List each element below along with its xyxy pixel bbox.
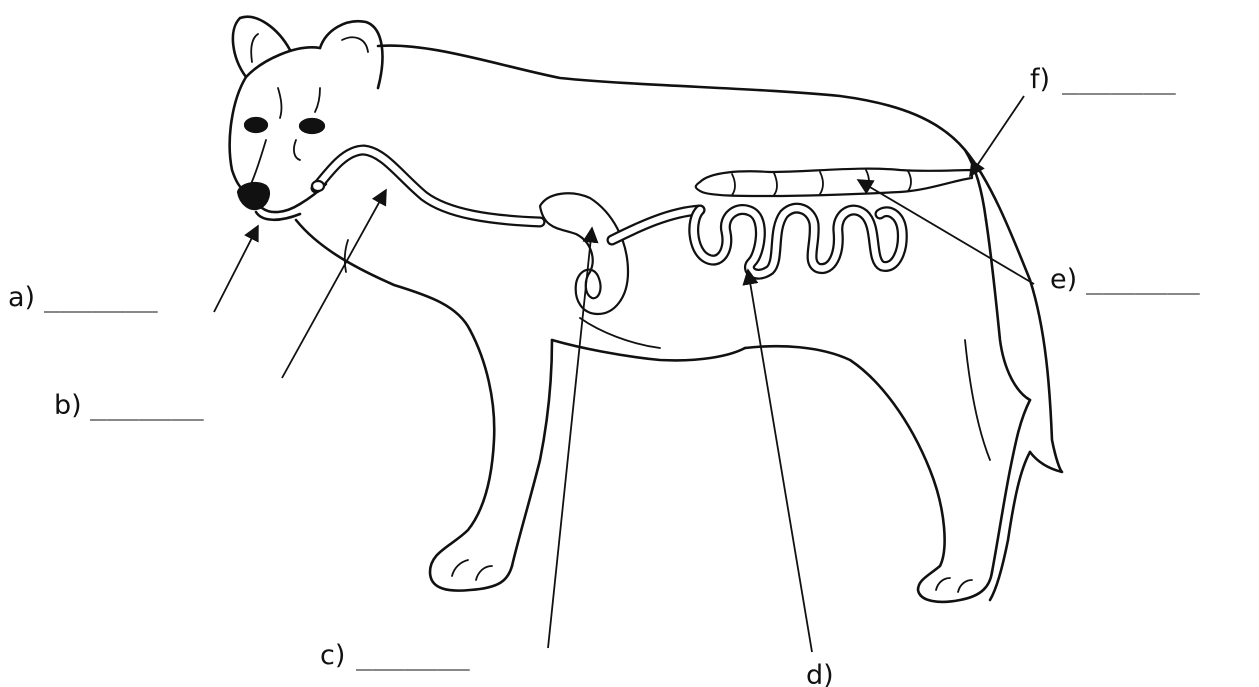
label-b-letter: b): [54, 390, 82, 421]
esophagus: [316, 150, 540, 222]
label-d-letter: d): [806, 660, 834, 687]
belly-line: [552, 340, 745, 360]
label-c: c) _______: [320, 640, 471, 671]
label-f-letter: f): [1030, 64, 1050, 95]
large-intestine: [696, 169, 972, 196]
label-e-blank[interactable]: _______: [1086, 264, 1201, 295]
front-leg: [430, 330, 512, 591]
label-a-blank[interactable]: _______: [44, 282, 159, 313]
label-b-blank[interactable]: _______: [90, 390, 205, 421]
left-eye: [245, 118, 267, 132]
nose: [238, 183, 269, 209]
wolf-outline: [230, 17, 1062, 602]
back-line: [378, 46, 986, 220]
label-f: f) _______: [1030, 64, 1177, 95]
label-a-letter: a): [8, 282, 35, 313]
label-d: d) ________: [806, 660, 973, 687]
tail: [965, 150, 1062, 472]
right-ear: [320, 21, 382, 88]
right-eye: [300, 119, 324, 133]
label-d-blank[interactable]: ________: [842, 660, 973, 687]
arrow-c: [548, 228, 592, 648]
arrow-f: [970, 96, 1024, 176]
arrow-d: [748, 270, 812, 652]
label-c-blank[interactable]: _______: [356, 640, 471, 671]
label-f-blank[interactable]: _______: [1062, 64, 1177, 95]
left-ear: [233, 17, 290, 77]
label-e: e) _______: [1050, 264, 1201, 295]
label-e-letter: e): [1050, 264, 1077, 295]
label-b: b) _______: [54, 390, 205, 421]
arrow-a: [214, 226, 258, 312]
label-c-letter: c): [320, 640, 345, 671]
arrow-b: [282, 190, 386, 378]
label-a: a) _______: [8, 282, 159, 313]
